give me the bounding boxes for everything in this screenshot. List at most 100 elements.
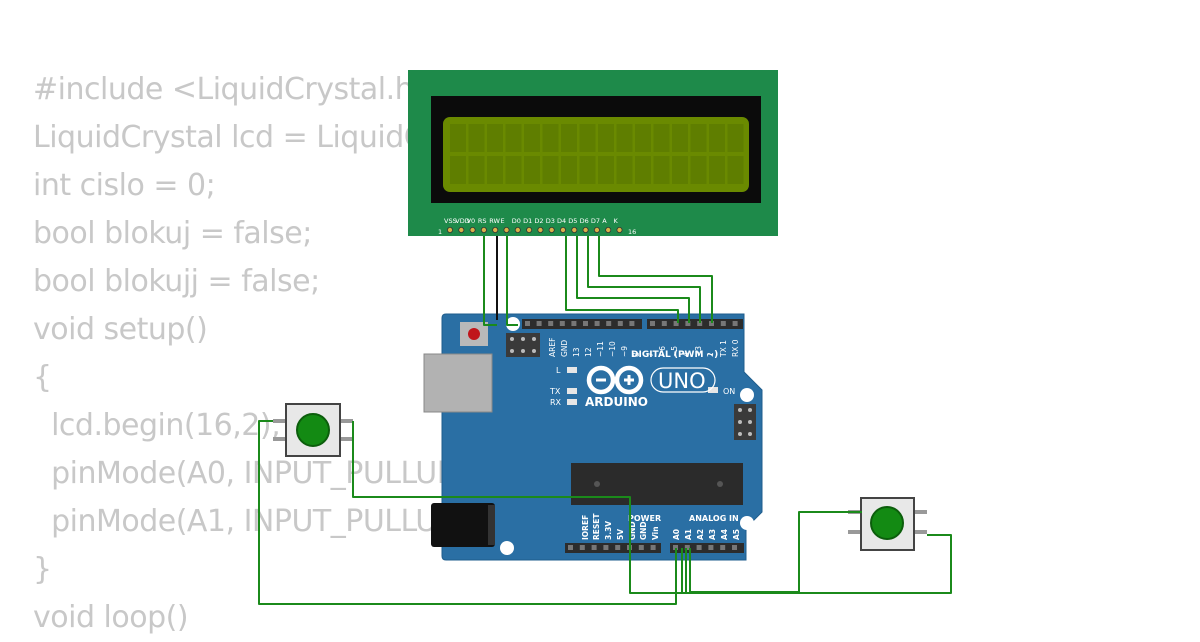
lcd-pin[interactable] [537,226,544,233]
icsp-header-small [506,333,540,357]
power-analog-pin-label: 3.3V [604,521,613,540]
wire-button-left-a0[interactable] [258,420,677,605]
wire-d5[interactable] [576,236,690,323]
icsp-header [734,404,756,440]
header-pin[interactable] [708,545,714,550]
lcd-pin[interactable] [560,226,567,233]
usb-port [423,353,493,413]
wire-d7[interactable] [598,236,713,323]
header-pin[interactable] [548,321,554,326]
digital-pin-label: 8 [632,352,641,357]
header-pin[interactable] [720,321,726,326]
header-pin[interactable] [536,321,542,326]
header-pin[interactable] [650,321,655,326]
wire-button-right-gnd[interactable] [681,534,952,594]
pushbutton-right[interactable] [848,497,927,551]
lcd-char-cell [727,124,744,152]
lcd-pin[interactable] [458,226,465,233]
header-pin[interactable] [684,545,690,550]
header-pin[interactable] [594,321,600,326]
lcd-pin[interactable] [492,226,499,233]
header-pin[interactable] [603,545,609,550]
lcd-pin[interactable] [548,226,555,233]
header-pin[interactable] [709,321,714,326]
lcd-char-cell [579,124,596,152]
lcd-pin-label: D1 [523,217,532,225]
lcd-char-cell [709,156,725,184]
lcd-char-cell [542,124,559,152]
wire-d4[interactable] [565,236,679,323]
header-pin[interactable] [615,545,621,550]
header-pin[interactable] [685,321,691,326]
power-label: POWER [628,514,661,523]
code-line: int cislo = 0; [33,168,216,203]
wires [258,236,952,605]
lcd-char-cell [487,124,503,152]
digital-pin-label: 2 [706,352,715,357]
header-pin[interactable] [559,321,565,326]
lcd-pin-label: RS [478,217,487,225]
header-pin[interactable] [732,545,737,550]
power-analog-pin-label: A3 [708,529,717,540]
led-rx [567,399,577,405]
lcd-pin[interactable] [526,226,533,233]
code-line: void setup() [33,312,208,347]
header-pin[interactable] [673,321,679,326]
header-pin[interactable] [568,545,573,550]
lcd-pin[interactable] [446,226,453,233]
header-pin[interactable] [571,321,577,326]
reset-button-cap [468,328,480,340]
lcd-pin[interactable] [616,226,623,233]
header-pin[interactable] [629,321,635,326]
lcd-char-cell [672,156,688,184]
header-pin[interactable] [617,321,623,326]
header-pin[interactable] [673,545,678,550]
lcd-pin[interactable] [503,226,510,233]
mounting-hole [740,388,754,402]
lcd-pin[interactable] [593,226,600,233]
header-pin[interactable] [732,321,738,326]
lcd-pin[interactable] [582,226,589,233]
header-pin[interactable] [720,545,726,550]
led-tx-label: TX [549,387,561,396]
header-pin[interactable] [697,321,703,326]
wire-d6[interactable] [587,236,701,323]
pushbutton-left[interactable] [273,403,353,457]
lcd-char-cell [616,156,633,184]
digital-pin-label: AREF [548,338,557,357]
lcd-pin[interactable] [469,226,476,233]
lcd-pin[interactable] [514,226,521,233]
lcd-pin-label: VDD [455,217,469,225]
code-line: } [33,552,52,587]
header-pin[interactable] [661,321,667,326]
power-analog-pin-label: 5V [616,529,625,540]
header-pin[interactable] [579,545,585,550]
header-pin[interactable] [696,545,702,550]
header-pin[interactable] [525,321,530,326]
lcd-pin[interactable] [605,226,612,233]
lcd-pin[interactable] [571,226,578,233]
pushbutton-cap-icon [296,413,330,447]
lcd-pin[interactable] [480,226,487,233]
wire-rs[interactable] [483,236,497,326]
header-pin[interactable] [606,321,612,326]
digital-pin-label: ~9 [620,346,629,357]
lcd-char-cell [690,156,707,184]
led-on [708,387,718,393]
lcd-char-cell [672,124,688,152]
mounting-hole [740,516,754,530]
power-analog-pin-label: A1 [684,529,693,540]
wire-e[interactable] [506,236,518,326]
header-pin[interactable] [583,321,588,326]
header-pin[interactable] [638,545,644,550]
header-pin[interactable] [591,545,597,550]
digital-pin-label: ~5 [670,346,679,357]
lcd-char-cell [635,156,651,184]
lcd-char-cell [561,124,577,152]
header-pin[interactable] [650,545,656,550]
wire-button-left-gnd[interactable] [352,421,687,594]
arduino-brand: ARDUINO [585,395,648,409]
